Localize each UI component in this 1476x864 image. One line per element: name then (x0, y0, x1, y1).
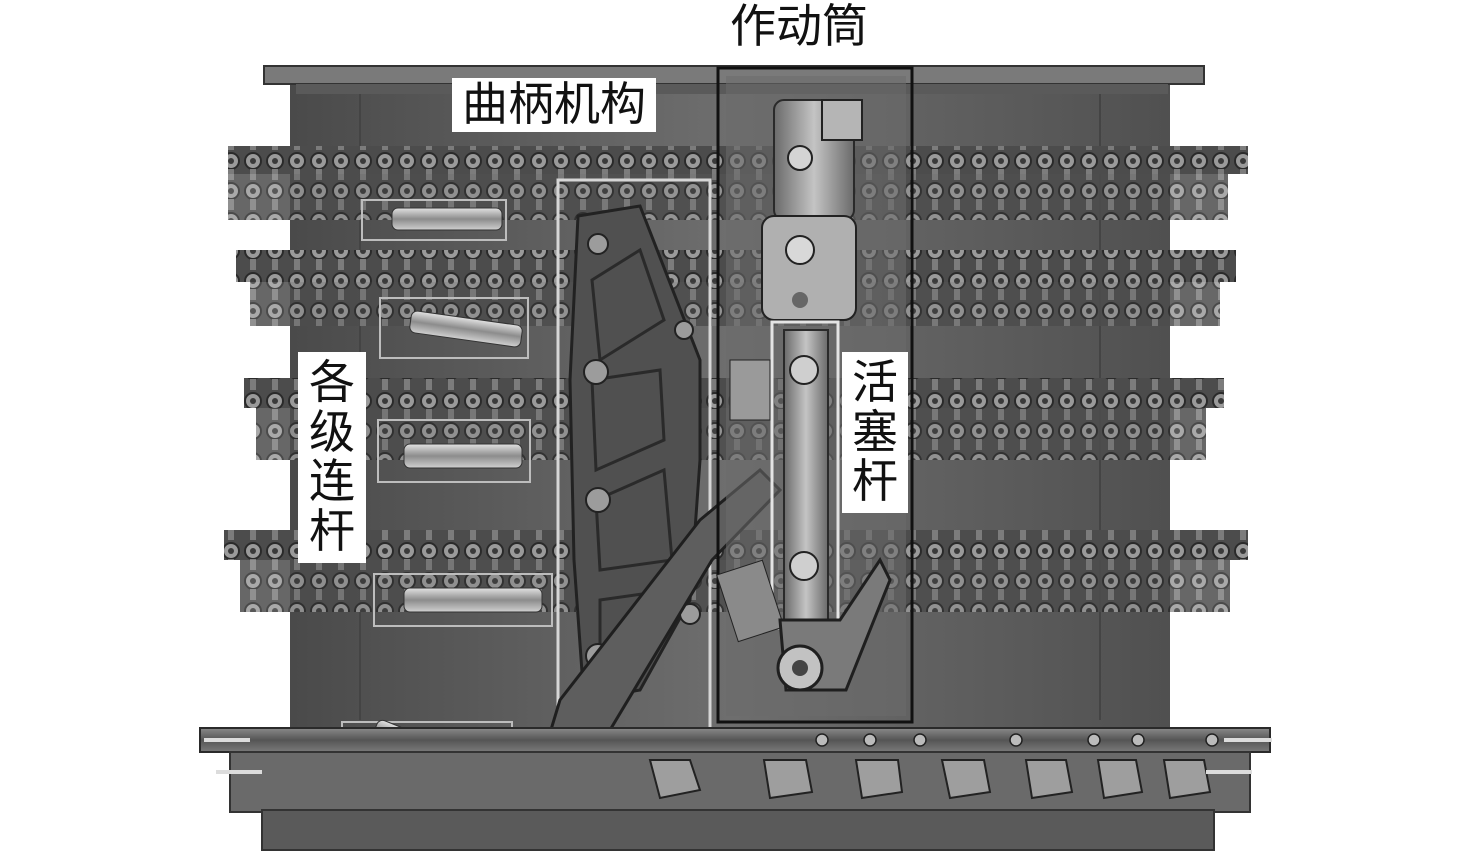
label-stage-links-char: 杆 (309, 504, 355, 559)
label-stage-links: 各 级 连 杆 (298, 352, 366, 563)
label-piston-rod-char: 塞 (852, 404, 898, 459)
label-piston-rod-char: 活 (852, 355, 898, 409)
bottom-brackets (648, 759, 1212, 800)
bottom-bolts (815, 733, 1219, 747)
label-stage-links-char: 级 (309, 404, 355, 459)
label-piston-rod-char: 杆 (852, 454, 898, 509)
bottom-casing (229, 751, 1251, 813)
side-studs (204, 738, 1272, 774)
actuator-outline (716, 66, 914, 724)
actuator-mount (821, 99, 863, 141)
label-actuator: 作动筒 (724, 1, 874, 52)
bottom-rail (199, 727, 1271, 753)
actuator-clevis (761, 215, 857, 321)
label-crank-mechanism: 曲柄机构 (452, 78, 656, 132)
label-stage-links-char: 各 (309, 355, 355, 409)
label-stage-links-char: 连 (309, 454, 355, 509)
base-flange (261, 809, 1215, 851)
label-piston-rod: 活 塞 杆 (842, 352, 908, 514)
